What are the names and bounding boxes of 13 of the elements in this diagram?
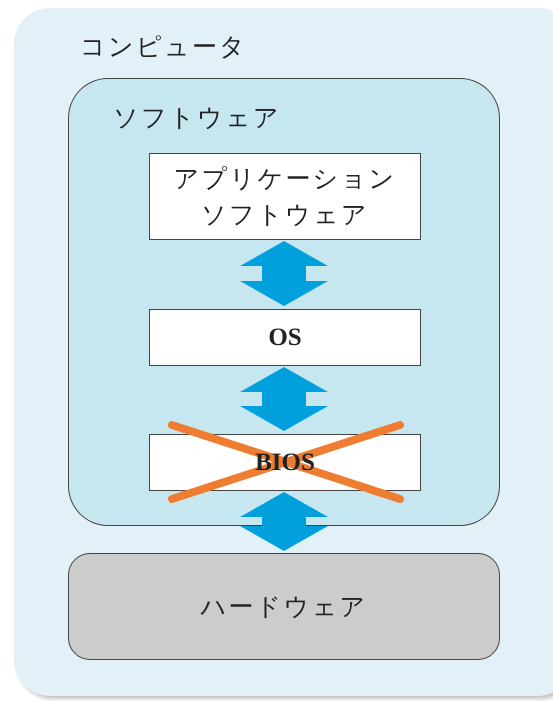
layer-box	[149, 309, 421, 366]
double-arrow	[240, 241, 328, 306]
label-text: アプリケーションソフトウェア	[172, 162, 398, 230]
layer-box	[149, 153, 421, 240]
label-text: ソフトウェア	[113, 103, 281, 132]
hardware-box	[68, 553, 500, 660]
label-text: ハードウェア	[200, 590, 368, 623]
computer-panel	[14, 8, 553, 696]
label-text: コンピュータ	[80, 32, 247, 61]
software-panel	[68, 78, 500, 526]
double-arrow	[240, 492, 328, 551]
double-arrow	[240, 367, 328, 431]
label-text: OS	[268, 322, 302, 353]
